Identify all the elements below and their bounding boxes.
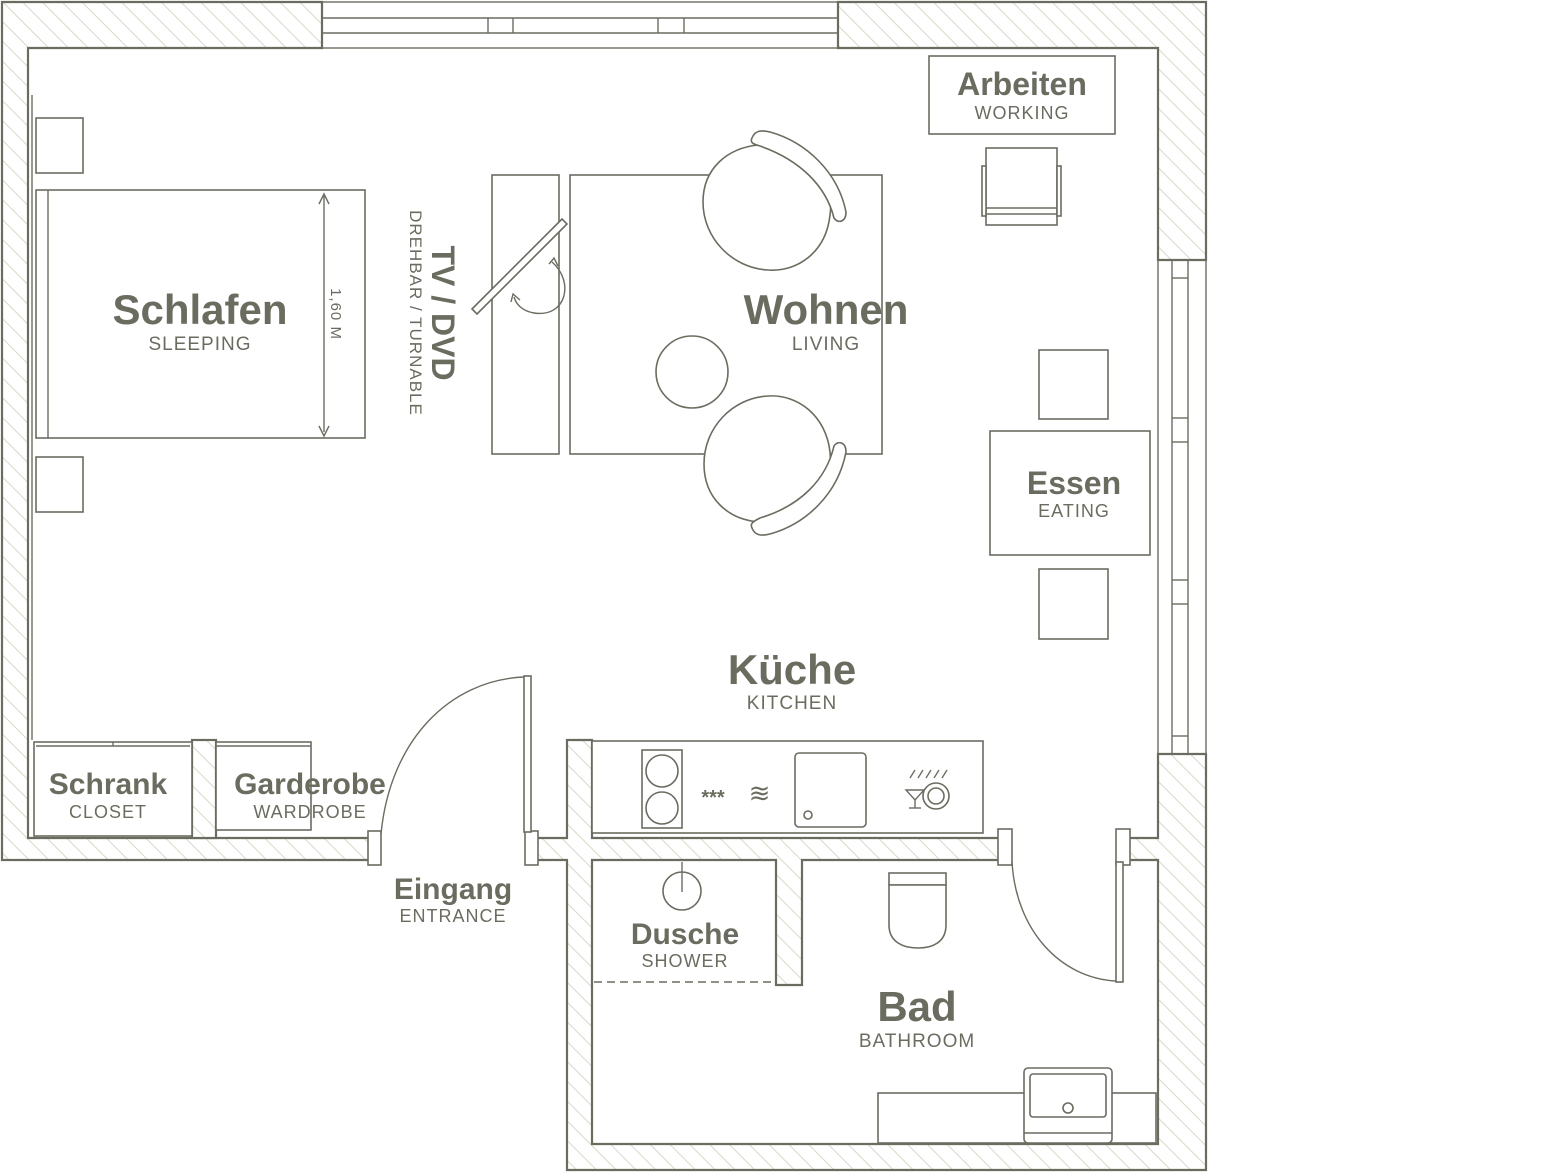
vanity xyxy=(877,1067,1157,1144)
working-subtitle: WORKING xyxy=(975,103,1070,123)
tv-cabinet xyxy=(470,174,569,455)
bed-width-label: 1,60 M xyxy=(327,288,344,340)
armchair-bottom xyxy=(703,395,847,536)
sleeping-title: Schlafen xyxy=(112,286,287,333)
desk-chair xyxy=(981,147,1062,226)
entrance-title: Eingang xyxy=(394,873,512,906)
toilet xyxy=(888,872,947,949)
dining-table xyxy=(989,349,1151,640)
eating-subtitle: EATING xyxy=(1038,501,1110,521)
closet-title: Schrank xyxy=(49,768,168,801)
tv-subtitle: DREHBAR / TURNABLE xyxy=(406,210,425,416)
bed xyxy=(31,95,366,740)
kitchen-title: Küche xyxy=(728,646,856,693)
closet xyxy=(33,738,218,840)
entrance-subtitle: ENTRANCE xyxy=(399,906,506,926)
living-subtitle: LIVING xyxy=(792,334,860,355)
tv-title: TV / DVD xyxy=(425,245,461,380)
steam-icon: ≋ xyxy=(749,778,772,808)
working-title: Arbeiten xyxy=(957,66,1087,102)
side-table xyxy=(655,335,729,409)
wardrobe-title: Garderobe xyxy=(234,768,386,801)
entrance-door xyxy=(367,675,539,866)
sleeping-subtitle: SLEEPING xyxy=(148,334,251,355)
induction-icon: *** xyxy=(701,787,725,809)
shower xyxy=(594,862,776,983)
bathroom-title: Bad xyxy=(877,983,956,1030)
eating-title: Essen xyxy=(1027,465,1121,501)
kitchen-subtitle: KITCHEN xyxy=(747,693,837,714)
top-window xyxy=(321,1,839,49)
dishwasher-icon xyxy=(904,769,950,810)
kitchen-counter xyxy=(591,740,984,834)
wardrobe xyxy=(215,741,312,831)
desk xyxy=(928,55,1116,135)
bathroom-subtitle: BATHROOM xyxy=(859,1031,975,1052)
armchair-top xyxy=(702,130,847,271)
wardrobe-subtitle: WARDROBE xyxy=(253,802,366,822)
shower-title: Dusche xyxy=(631,918,739,951)
shower-subtitle: SHOWER xyxy=(642,951,729,971)
right-window xyxy=(1157,259,1207,755)
living-title: Wohnen xyxy=(744,286,909,333)
bathroom-door xyxy=(997,828,1131,983)
closet-subtitle: CLOSET xyxy=(69,802,147,822)
